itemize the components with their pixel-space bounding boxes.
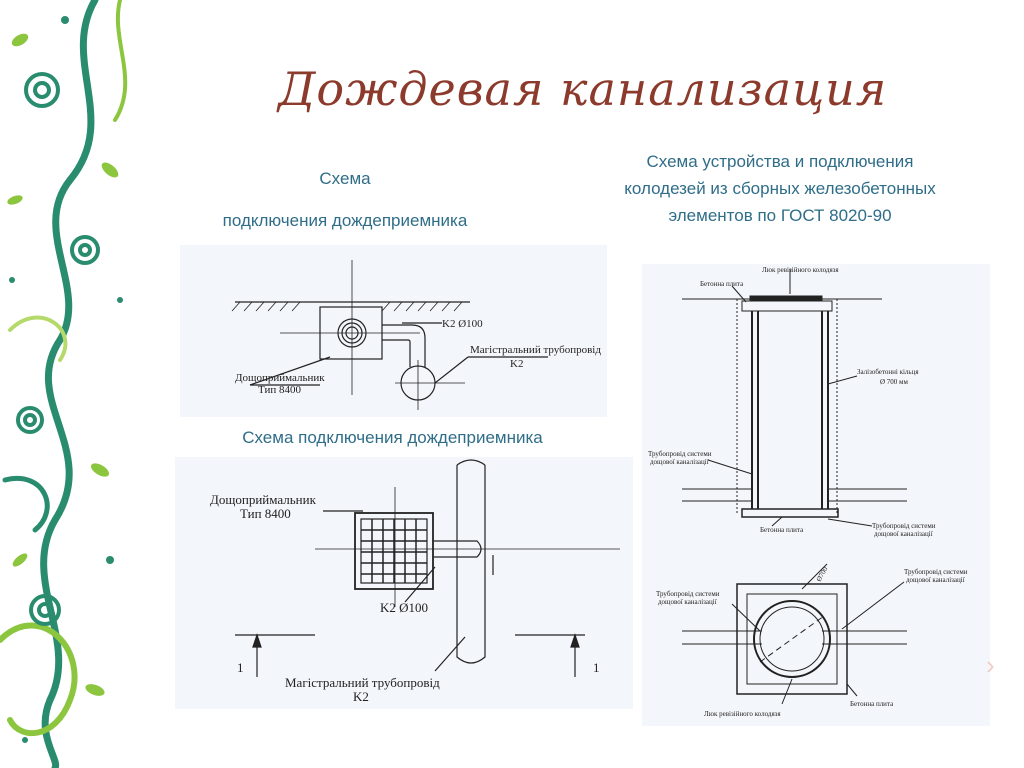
diagram-inlet-plan: Дощоприймальник Тип 8400 K2 Ø100 Магістр… — [175, 457, 633, 709]
label-diameter-700: Ø700 — [815, 565, 830, 583]
label-pipe-right: Трубопровід системи — [872, 522, 936, 530]
label-main-pipe-code: K2 — [510, 358, 523, 370]
decorative-swirl-border — [0, 0, 128, 768]
label-hatch-bottom: Люк ревізійного колодязя — [704, 710, 781, 718]
label-slab-plan: Бетонна плита — [850, 700, 894, 708]
label-inlet: Дощоприймальник — [235, 372, 325, 384]
label-section-right: 1 — [593, 660, 600, 675]
caption-line: Схема устройства и подключения — [646, 152, 914, 171]
label-rings-diameter: Ø 700 мм — [880, 378, 908, 386]
label-pipe-left-2: дощової каналізації — [650, 458, 709, 466]
label-main-pipe: Магістральний трубопровід — [470, 344, 601, 356]
caption-inlet-top: Схема подключения дождеприемника — [180, 165, 510, 234]
label-pipe-plan-left: Трубопровід системи — [656, 590, 720, 598]
label-k2-diameter: K2 Ø100 — [442, 318, 483, 330]
label-pipe-plan-right: Трубопровід системи — [904, 568, 968, 576]
label-slab-top: Бетонна плита — [700, 280, 744, 288]
diagram-inlet-elevation: K2 Ø100 Магістральний трубопровід K2 Дощ… — [180, 245, 607, 417]
caption-inlet-bottom: Схема подключения дождеприемника — [242, 428, 543, 447]
label-inlet-type: Тип 8400 — [258, 384, 301, 396]
caption-line: колодезей из сборных железобетонных — [624, 179, 936, 198]
diagram-well-construction: Люк ревізійного колодязя Бетонна плита З… — [642, 264, 990, 726]
label-pipe-plan-right-2: дощової каналізації — [906, 576, 965, 584]
caption-line: подключения дождеприемника — [222, 211, 468, 230]
label-main-pipe: Магістральний трубопровід — [285, 675, 440, 690]
label-slab-bottom: Бетонна плита — [760, 526, 804, 534]
label-inlet-type: Тип 8400 — [240, 506, 291, 521]
page-title: Дождевая канализация — [278, 62, 888, 116]
label-pipe-left: Трубопровід системи — [648, 450, 712, 458]
label-pipe-plan-left-2: дощової каналізації — [658, 598, 717, 606]
caption-line: Схема — [319, 169, 371, 188]
label-rings: Залізобетонні кільця — [857, 368, 919, 376]
next-slide-arrow-icon[interactable]: › — [986, 650, 995, 680]
label-inlet: Дощоприймальник — [210, 492, 317, 507]
label-pipe-right-2: дощової каналізації — [874, 530, 933, 538]
label-k2-diameter: K2 Ø100 — [380, 600, 428, 615]
label-hatch-top: Люк ревізійного колодязя — [762, 266, 839, 274]
label-main-pipe-code: K2 — [353, 689, 369, 704]
label-section-left: 1 — [237, 660, 244, 675]
caption-wells: Схема устройства и подключения колодезей… — [565, 148, 995, 229]
caption-line: элементов по ГОСТ 8020-90 — [668, 206, 892, 225]
